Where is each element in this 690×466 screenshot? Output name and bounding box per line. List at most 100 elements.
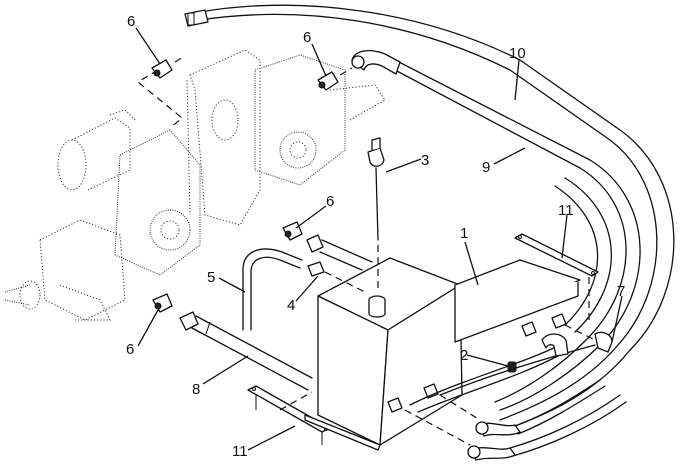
elbow-nut (351, 55, 365, 69)
fitting-bore (284, 230, 292, 238)
hose-9-10 (199, 4, 675, 431)
reservoir-tank (317, 257, 463, 446)
hose-edge (512, 401, 627, 457)
bracket-11-upper (514, 233, 599, 320)
leader-5 (218, 277, 246, 293)
alignment-line (324, 271, 366, 293)
tube-inner (250, 256, 301, 331)
lower-elbow-nut (467, 445, 481, 459)
leader-6d (137, 309, 159, 347)
hose-7-outer (564, 177, 612, 333)
fitting-bore (318, 81, 326, 89)
panel-face (454, 282, 579, 343)
leader-8 (202, 355, 249, 385)
dipstick-cap (367, 147, 385, 167)
leader-11b (247, 425, 296, 451)
motor-body (71, 117, 131, 191)
leader-7 (611, 295, 623, 343)
return-hoses (409, 331, 627, 461)
hose-9-outer (394, 59, 641, 411)
hose-8-edge-top (195, 315, 313, 379)
hose-8 (179, 311, 313, 391)
bracket-hole (518, 235, 522, 239)
tank-base-rail (304, 414, 381, 451)
gearbox-housing (39, 219, 126, 321)
alignment-line (174, 55, 186, 63)
leader-11a (561, 214, 568, 259)
lower-elbow-nut (475, 421, 489, 435)
callout-labels: 6 6 10 9 3 6 1 11 5 4 7 6 2 8 11 (126, 13, 625, 460)
breather-tube (242, 248, 303, 331)
dipstick-rod (375, 167, 379, 241)
hose-8-ferrule (205, 321, 211, 335)
fitting-6-lower (152, 293, 173, 313)
pump-shaft (329, 84, 386, 121)
leader-4 (295, 275, 319, 302)
gearbox-base (59, 284, 111, 321)
motor-end-cap (57, 139, 87, 191)
elbow-hose-end (351, 49, 401, 75)
fitting-nut (521, 321, 537, 337)
hose-nut (306, 234, 324, 253)
callout-11a: 11 (558, 202, 574, 219)
upper-hose-end-right (351, 49, 401, 75)
fitting-nut (387, 397, 403, 413)
callout-6b: 6 (303, 29, 311, 46)
fitting-body (307, 261, 325, 277)
fitting-6-upper-right (317, 71, 339, 91)
fitting-6-upper-left (151, 59, 173, 79)
fitting-nut (551, 313, 567, 329)
lower-elbow (477, 422, 521, 437)
leader-6b (311, 43, 327, 77)
leader-6a (135, 27, 161, 65)
hose-8-nut (179, 311, 199, 331)
dipstick (367, 137, 385, 290)
leader-6c (295, 205, 327, 229)
callout-2: 2 (460, 347, 468, 364)
leader-10 (514, 59, 520, 101)
pump-motor-assembly (4, 49, 386, 321)
callout-1: 1 (460, 225, 468, 242)
plate-edge (186, 79, 191, 216)
drive-shaft-end (19, 280, 41, 310)
tank-side-fittings (387, 313, 596, 446)
hose-edge (514, 379, 601, 427)
callout-3: 3 (421, 152, 429, 169)
callout-10: 10 (509, 45, 526, 62)
leader-9 (493, 147, 526, 165)
hose-fitting-nut (184, 9, 209, 27)
alignment-line (339, 67, 353, 76)
bracket-flange (255, 395, 323, 445)
elbow-fitting-7 (594, 331, 613, 353)
leader-2 (466, 354, 509, 367)
hose-10-inner (199, 13, 658, 421)
elbow-fitting (541, 333, 569, 357)
hose-edge (509, 394, 621, 449)
filler-neck (368, 300, 386, 318)
callout-8: 8 (192, 381, 200, 398)
drive-shaft-spline (4, 284, 31, 306)
fitting-body (152, 293, 173, 313)
return-hose-edge (439, 344, 596, 396)
leader-3 (385, 158, 422, 173)
callout-6d: 6 (126, 341, 134, 358)
fitting-bore (154, 302, 162, 310)
bracket-hole (591, 271, 595, 275)
bracket-alignment (279, 391, 313, 411)
lower-pump-hub (149, 209, 191, 251)
plate-opening (211, 99, 239, 141)
callout-6c: 6 (326, 193, 334, 210)
motor-flange (109, 109, 136, 121)
reservoir-panel (454, 259, 581, 343)
fitting-bore (153, 69, 161, 77)
lower-pump-housing (114, 129, 201, 276)
upper-pump-hub-inner (289, 141, 307, 159)
callout-4: 4 (287, 297, 295, 314)
tube-outer (242, 248, 303, 331)
upper-pump-hub (279, 131, 317, 169)
hose-ferrule (187, 12, 195, 26)
hose-10-outer (199, 4, 675, 431)
callout-leaders (135, 27, 623, 451)
callout-7: 7 (617, 283, 625, 300)
